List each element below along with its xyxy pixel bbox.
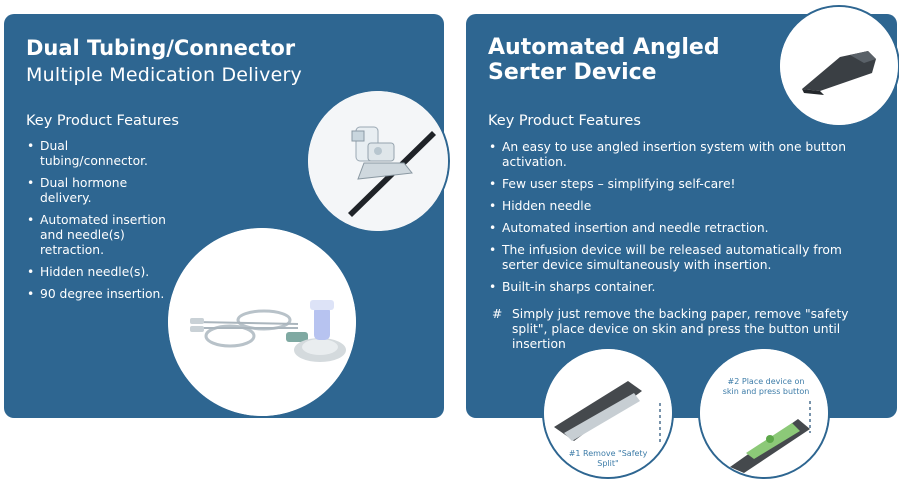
step2-caption: #2 Place device on skin and press button xyxy=(722,377,810,396)
feature-item: Automated insertion and needle retractio… xyxy=(488,221,866,236)
feature-item: 90 degree insertion. xyxy=(26,287,174,302)
panel-title: Automated Angled Serter Device xyxy=(488,35,720,86)
usage-note: # Simply just remove the backing paper, … xyxy=(492,307,882,352)
step2-illustration xyxy=(700,349,828,477)
feature-list: An easy to use angled insertion system w… xyxy=(488,140,866,302)
serter-device-image xyxy=(778,5,899,127)
feature-item: Hidden needle xyxy=(488,199,866,214)
feature-item: An easy to use angled insertion system w… xyxy=(488,140,866,170)
feature-item: Few user steps – simplifying self-care! xyxy=(488,177,866,192)
note-symbol: # xyxy=(492,307,503,321)
panel-title-line1: Automated Angled xyxy=(488,35,720,60)
section-heading: Key Product Features xyxy=(26,113,179,129)
feature-item: Automated insertion and needle(s) retrac… xyxy=(26,213,174,258)
panel-title-line2: Serter Device xyxy=(488,60,657,86)
step2-image: #2 Place device on skin and press button xyxy=(698,347,830,479)
feature-item: Hidden needle(s). xyxy=(26,265,174,280)
tubing-set-illustration xyxy=(168,228,356,416)
feature-list: Dual tubing/connector. Dual hormone deli… xyxy=(26,139,174,309)
tubing-set-image xyxy=(166,226,358,418)
step1-illustration xyxy=(544,349,672,477)
step1-caption: #1 Remove "Safety Split" xyxy=(568,449,648,468)
panel-title: Dual Tubing/Connector xyxy=(26,36,296,60)
section-heading: Key Product Features xyxy=(488,113,641,129)
panel-serter-device: Automated Angled Serter Device Key Produ… xyxy=(466,14,897,418)
step1-image: #1 Remove "Safety Split" xyxy=(542,347,674,479)
panel-subtitle: Multiple Medication Delivery xyxy=(26,64,302,86)
connector-closeup-image xyxy=(306,89,450,233)
serter-device-illustration xyxy=(780,7,898,125)
connector-closeup-illustration xyxy=(308,91,448,231)
feature-item: Built-in sharps container. xyxy=(488,280,866,295)
feature-item: Dual tubing/connector. xyxy=(26,139,174,169)
note-text: Simply just remove the backing paper, re… xyxy=(512,307,849,351)
feature-item: Dual hormone delivery. xyxy=(26,176,174,206)
feature-item: The infusion device will be released aut… xyxy=(488,243,866,273)
